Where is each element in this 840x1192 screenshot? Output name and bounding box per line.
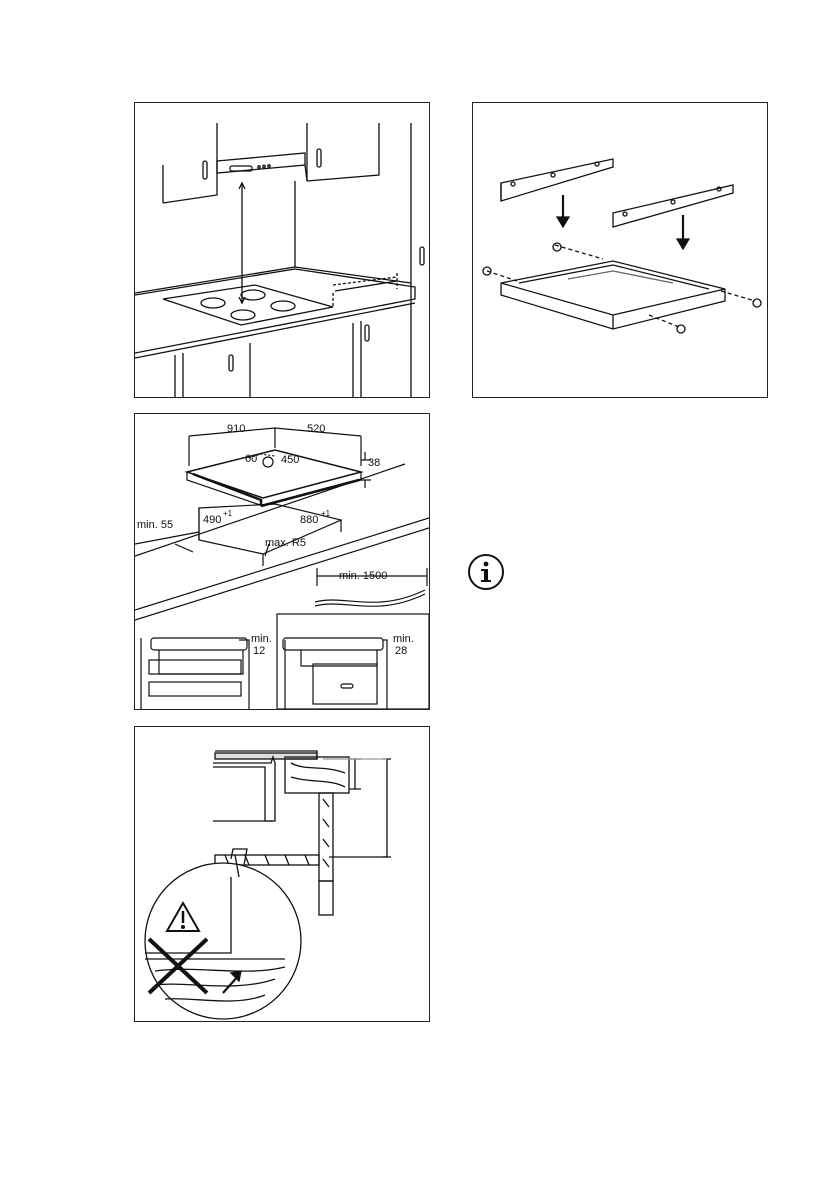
info-icon <box>467 553 505 591</box>
panel-mounting-brackets <box>472 102 768 398</box>
warning-illustration <box>135 727 429 1021</box>
panel-installation-warning <box>134 726 430 1022</box>
hood-illustration <box>135 103 429 397</box>
brackets-illustration <box>473 103 767 397</box>
panel-cutout-dimensions: 910 520 60 450 38 490 +1 880 +1 min. 55 … <box>134 413 430 710</box>
cutout-illustration <box>135 414 429 709</box>
panel-hood-clearance <box>134 102 430 398</box>
